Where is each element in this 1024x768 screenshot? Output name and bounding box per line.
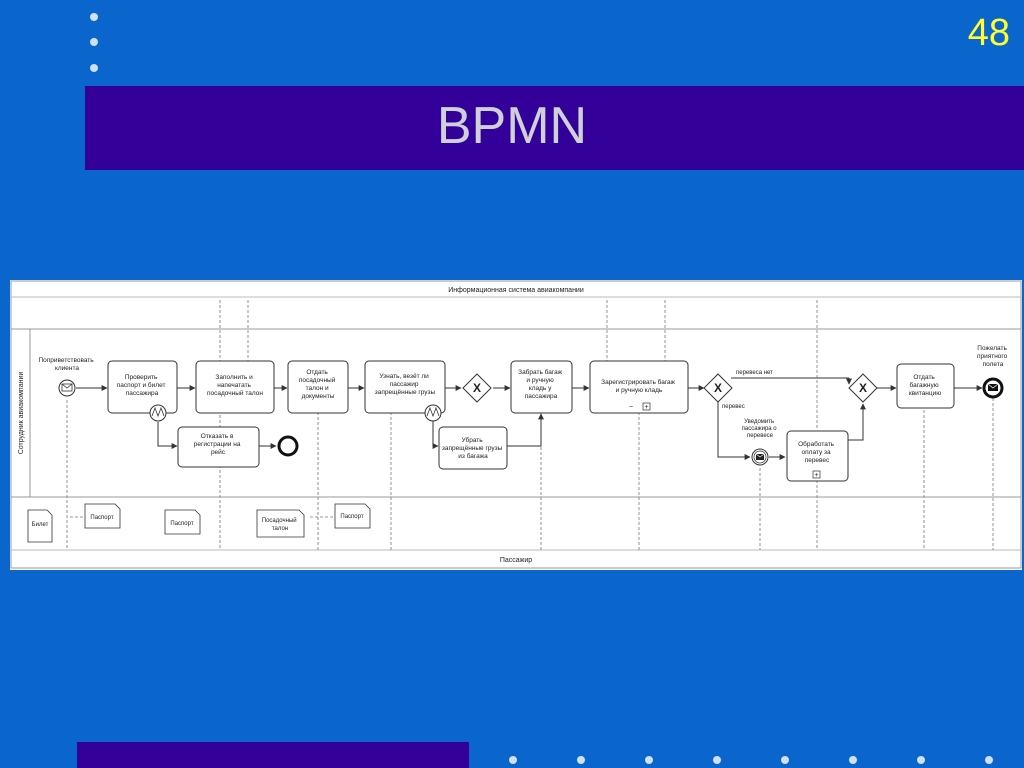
svg-text:+: + [644, 404, 648, 411]
pool-label-airline-employee: Сотрудник авиакомпании [18, 372, 25, 455]
svg-text:Посадочный талон: Посадочный талон [262, 517, 298, 532]
document-passport-3: Паспорт [334, 503, 371, 529]
task-remove-prohibited: Убрать запрещённые грузы из багажа [438, 426, 508, 470]
task-take-baggage: Забрать багаж и ручную кладь у пассажира [510, 360, 573, 414]
document-boarding-pass: Посадочный талон [256, 509, 305, 538]
svg-text:X: X [473, 381, 481, 395]
task-ask-prohibited: Узнать, везёт ли пассажир запрещённые гр… [364, 360, 446, 422]
start-event-greet: Поприветствовать клиента [39, 357, 96, 397]
flow-label-overweight: перевес [722, 404, 745, 410]
bpmn-diagram: Информационная система авиакомпании Сотр… [10, 280, 1022, 570]
end-event-label: Пожелать приятного полета [977, 345, 1009, 368]
task-give-receipt: Отдать багажную квитанцию [896, 363, 955, 409]
task-give-documents: Отдать посадочный талон и документы [287, 360, 349, 414]
svg-text:+: + [814, 472, 818, 479]
task-fill-label: Заполнить и напечатать посадочный талон [207, 374, 263, 397]
notify-passenger-event: Уведомить пассажира о перевесе [742, 419, 779, 466]
task-remove-label: Убрать запрещённые грузы из багажа [442, 436, 504, 460]
task-give-receipt-label: Отдать багажную квитанцию [909, 374, 941, 397]
task-register-baggage: Зарегистрировать багаж и ручную кладь ~ … [589, 360, 689, 414]
task-check-passport: Проверить паспорт и билет пассажира [107, 360, 178, 422]
task-take-baggage-label: Забрать багаж и ручную кладь у пассажира [518, 368, 564, 400]
message-flows [66, 300, 994, 550]
gateway-merge: X [848, 373, 878, 403]
flow-label-no-overweight: перевеса нет [736, 370, 773, 376]
notify-label: Уведомить пассажира о перевесе [742, 419, 779, 439]
document-passport-1: Паспорт [84, 503, 121, 529]
document-passport-2: Паспорт [164, 509, 201, 535]
gateway-overweight: X [703, 373, 733, 403]
task-refuse-registration: Отказать в регистрации на рейс [177, 426, 260, 468]
task-process-payment: Обработать оплату за перевес + [786, 430, 849, 482]
task-check-passport-label: Проверить паспорт и билет пассажира [117, 374, 168, 397]
bottom-bar [77, 742, 469, 768]
svg-text:Паспорт: Паспорт [170, 521, 193, 527]
svg-text:~: ~ [629, 404, 633, 411]
task-ask-label: Узнать, везёт ли пассажир запрещённые гр… [375, 373, 436, 396]
pool-label-passenger: Пассажир [500, 557, 532, 564]
slide-title: BPMN [436, 97, 588, 155]
svg-text:Билет: Билет [32, 522, 49, 528]
pool-information-system: Информационная система авиакомпании [10, 280, 1022, 330]
end-event-wish: Пожелать приятного полета [977, 345, 1009, 399]
slide-number: 48 [967, 12, 1010, 54]
title-bar [85, 86, 1024, 170]
sequence-flows [76, 377, 983, 460]
task-fill-boarding-pass: Заполнить и напечатать посадочный талон [195, 360, 275, 414]
svg-text:X: X [859, 381, 867, 395]
task-register-label: Зарегистрировать багаж и ручную кладь [601, 378, 677, 394]
svg-text:X: X [714, 381, 722, 395]
task-process-payment-label: Обработать оплату за перевес [798, 440, 836, 464]
svg-text:Паспорт: Паспорт [340, 514, 363, 520]
start-event-label: Поприветствовать клиента [39, 357, 96, 372]
svg-text:Паспорт: Паспорт [90, 515, 113, 521]
gateway-prohibited: X [462, 373, 492, 403]
task-give-documents-label: Отдать посадочный талон и документы [299, 369, 337, 400]
pool-passenger: Пассажир [10, 496, 1022, 569]
end-event-refuse [277, 435, 299, 457]
pool-label-information-system: Информационная система авиакомпании [448, 287, 584, 294]
document-ticket: Билет [27, 509, 53, 543]
task-refuse-label: Отказать в регистрации на рейс [194, 433, 243, 456]
